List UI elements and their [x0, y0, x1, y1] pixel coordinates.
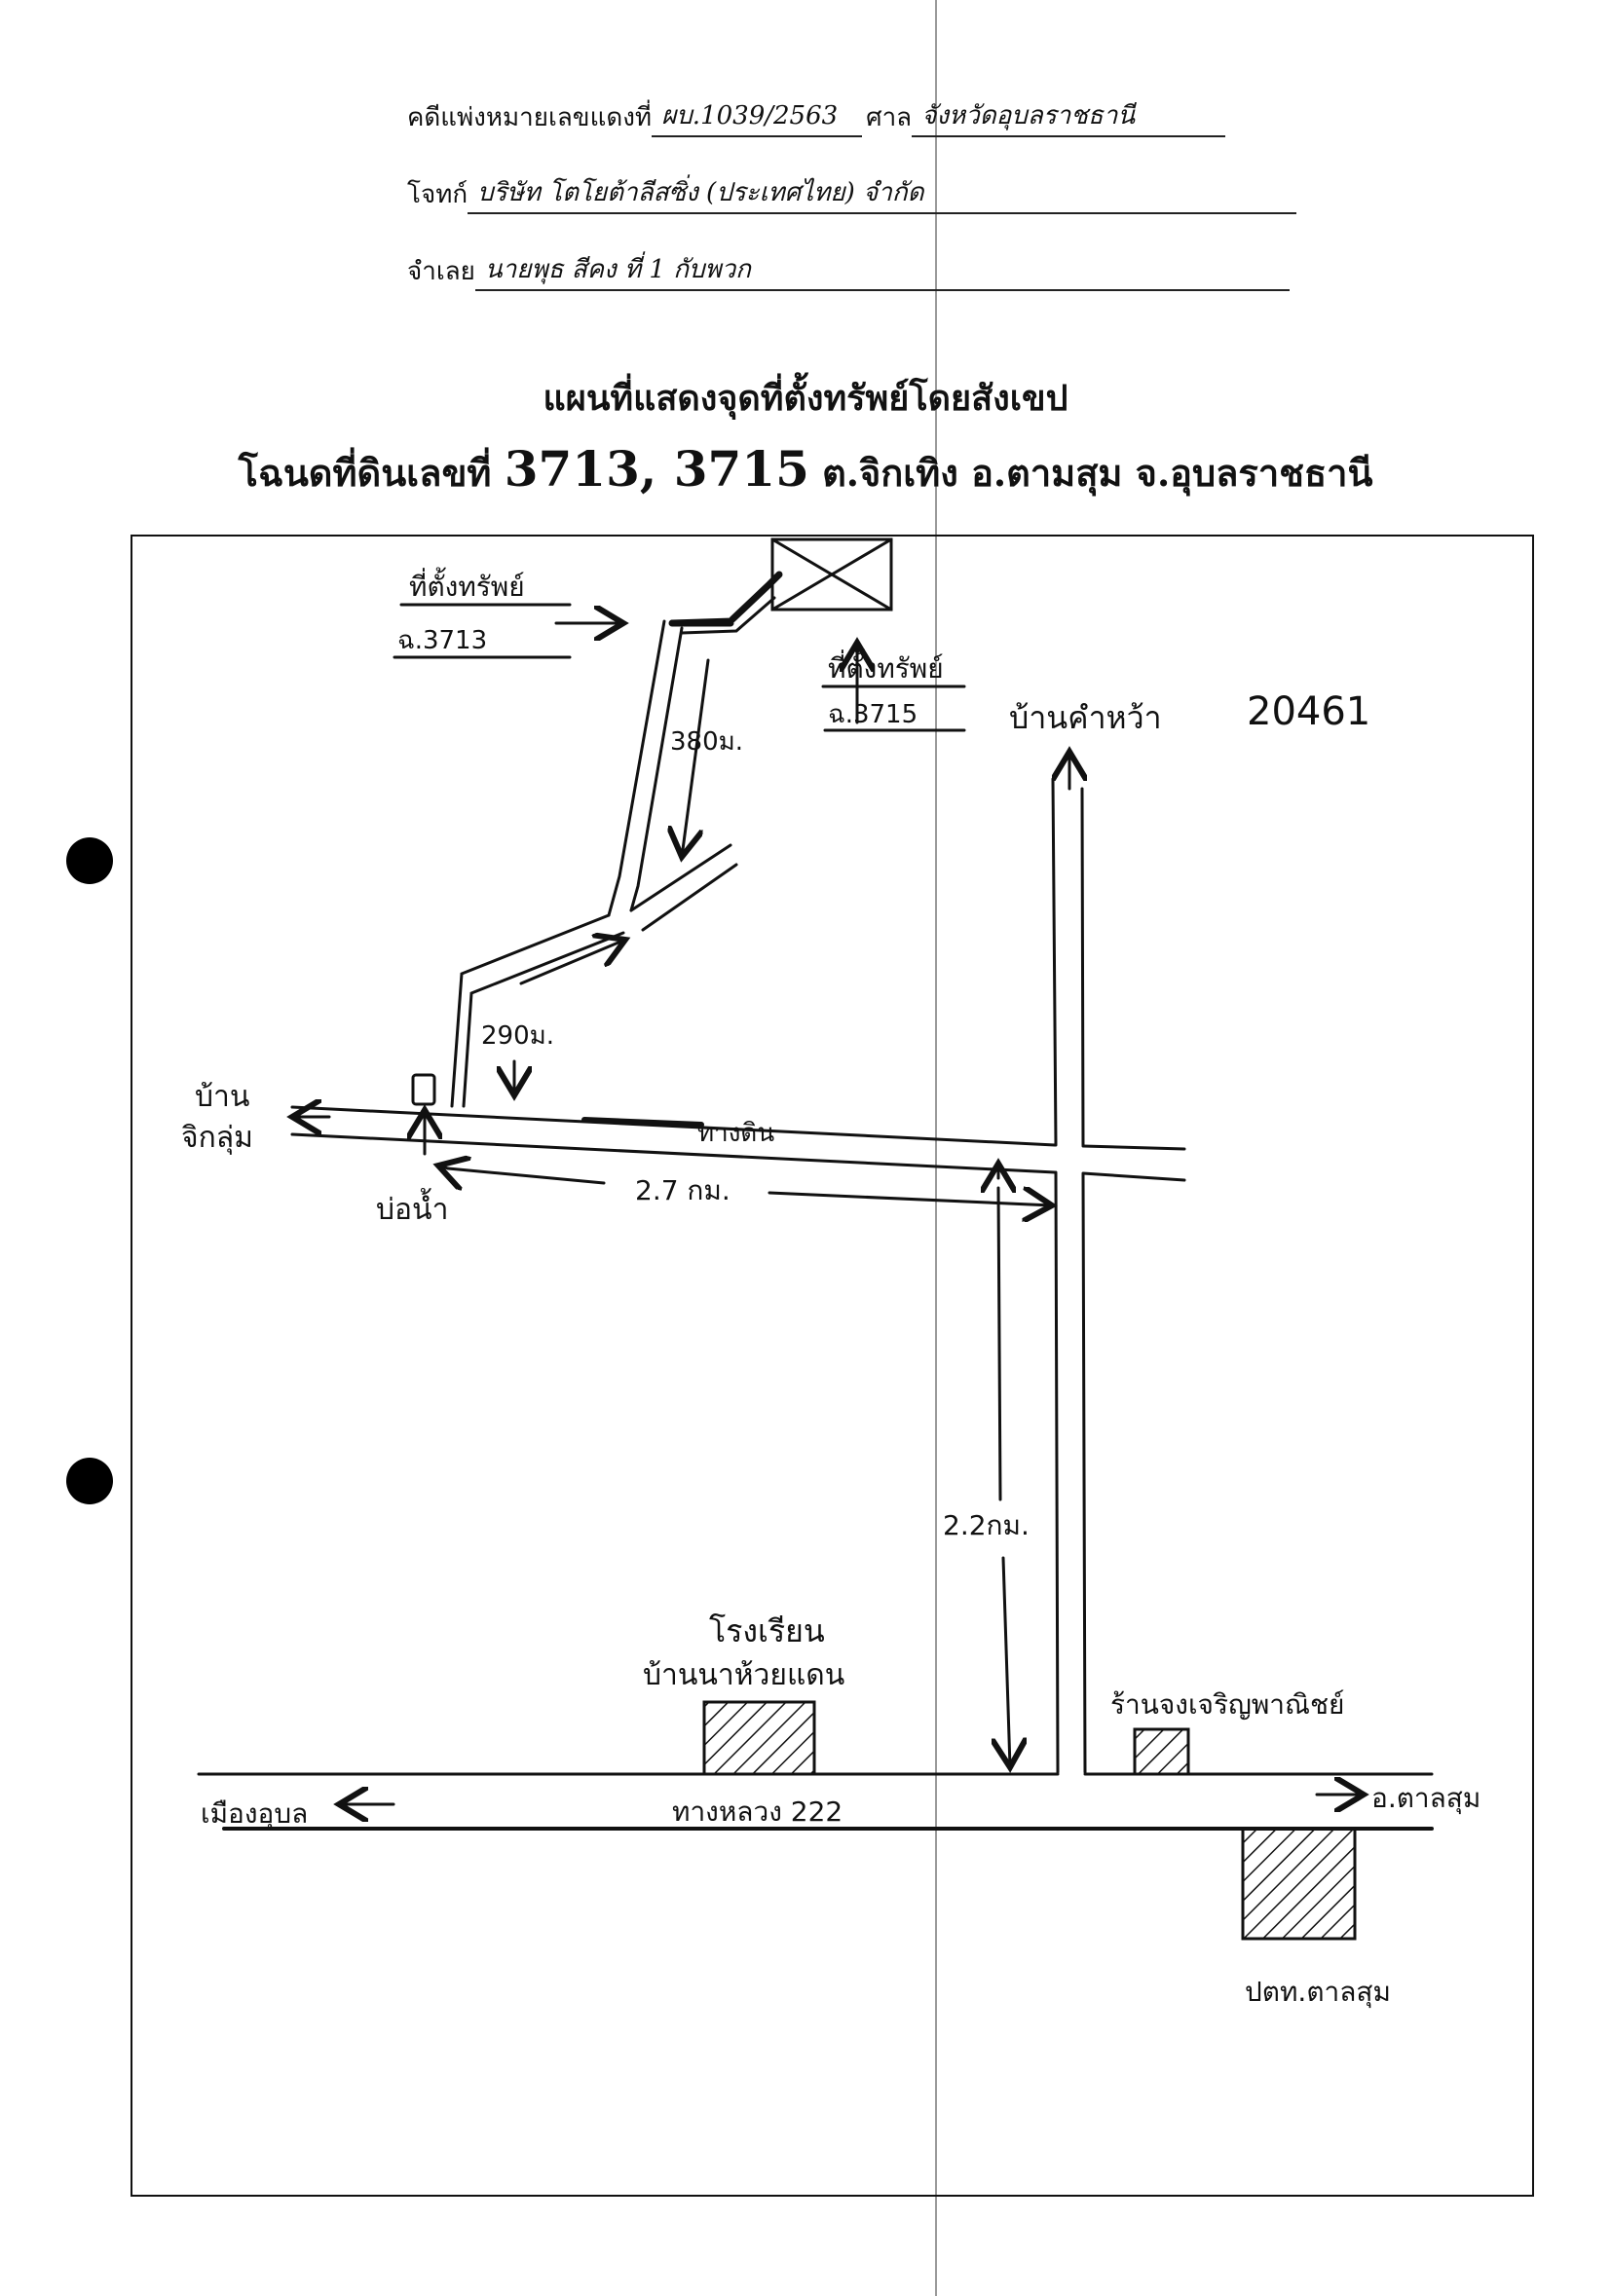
highway-label: ทางหลวง 222 [672, 1796, 843, 1828]
map-frame [131, 535, 1534, 2197]
north-village-label: บ้านคำหว้า [1009, 699, 1162, 736]
deed-3713-label: ฉ.3713 [397, 626, 487, 655]
defendant-row: จำเลย นายพุธ สีคง ที่ 1 กับพวก [407, 249, 1290, 291]
deed-3715-label: ฉ.3715 [828, 700, 918, 729]
deed-prefix: โฉนดที่ดินเลขที่ [238, 451, 505, 495]
school-label-line2: บ้านนาห้วยแดน [643, 1658, 844, 1692]
stamp-number: 20461 [1247, 689, 1370, 734]
dirt-road-label: ทางดิน [697, 1119, 774, 1148]
distance-2-2km: 2.2กม. [943, 1509, 1030, 1541]
plaintiff-value: บริษัท โตโยต้าลีสซิ่ง (ประเทศไทย) จำกัด [468, 172, 1297, 214]
shop-label: ร้านจงเจริญพาณิชย์ [1110, 1688, 1344, 1721]
diagonal-road [450, 913, 625, 1108]
pond-label: บ่อน้ำ [376, 1188, 448, 1227]
case-number-label: คดีแพ่งหมายเลขแดงที่ [407, 103, 653, 132]
map-title: แผนที่แสดงจุดที่ตั้งทรัพย์โดยสังเขป [543, 378, 1068, 419]
plaintiff-label: โจทก์ [407, 180, 468, 209]
school-label-line1: โรงเรียน [709, 1612, 825, 1649]
distance-380m: 380ม. [670, 727, 743, 757]
distance-290m: 290ม. [481, 1021, 554, 1051]
case-number-value: ผบ.1039/2563 [652, 95, 863, 137]
property-1-label: ที่ตั้งทรัพย์ [409, 567, 525, 603]
north-south-road [1051, 777, 1087, 1774]
defendant-value: นายพุธ สีคง ที่ 1 กับพวก [474, 249, 1290, 291]
case-number-row: คดีแพ่งหมายเลขแดงที่ ผบ.1039/2563 ศาล จั… [407, 95, 1226, 137]
measurement-markers [292, 623, 1364, 1804]
distance-2-7km: 2.7 กม. [635, 1174, 731, 1206]
property-box-3715 [770, 537, 893, 611]
deed-numbers: 3713, 3715 [504, 440, 809, 498]
west-city-label: เมืองอุบล [201, 1797, 308, 1831]
defendant-label: จำเลย [407, 257, 475, 286]
police-label: ปตท.ตาลสุม [1245, 1976, 1391, 2009]
pond-marker [411, 1073, 436, 1106]
police-building [1241, 1827, 1357, 1941]
access-road-north [607, 571, 783, 917]
court-value: จังหวัดอุบลราชธานี [912, 95, 1226, 137]
punch-hole-bottom [66, 1458, 113, 1504]
west-village-line2: จิกลุ่ม [181, 1121, 253, 1156]
west-village-line1: บ้าน [195, 1080, 249, 1114]
east-district-label: อ.ตาลสุม [1371, 1782, 1480, 1815]
page-fold-line [935, 0, 937, 2296]
branch-road-ne [629, 843, 738, 932]
deed-location: ต.จิกเทิง อ.ตามสุม จ.อุบลราชธานี [808, 451, 1373, 495]
punch-hole-top [66, 837, 113, 884]
court-label: ศาล [866, 103, 913, 132]
shop-building [1133, 1727, 1190, 1776]
school-building [702, 1700, 816, 1776]
map-subtitle: โฉนดที่ดินเลขที่ 3713, 3715 ต.จิกเทิง อ.… [0, 440, 1611, 502]
plaintiff-row: โจทก์ บริษัท โตโยต้าลีสซิ่ง (ประเทศไทย) … [407, 172, 1297, 214]
property-2-label: ที่ตั้งทรัพย์ [828, 648, 944, 685]
